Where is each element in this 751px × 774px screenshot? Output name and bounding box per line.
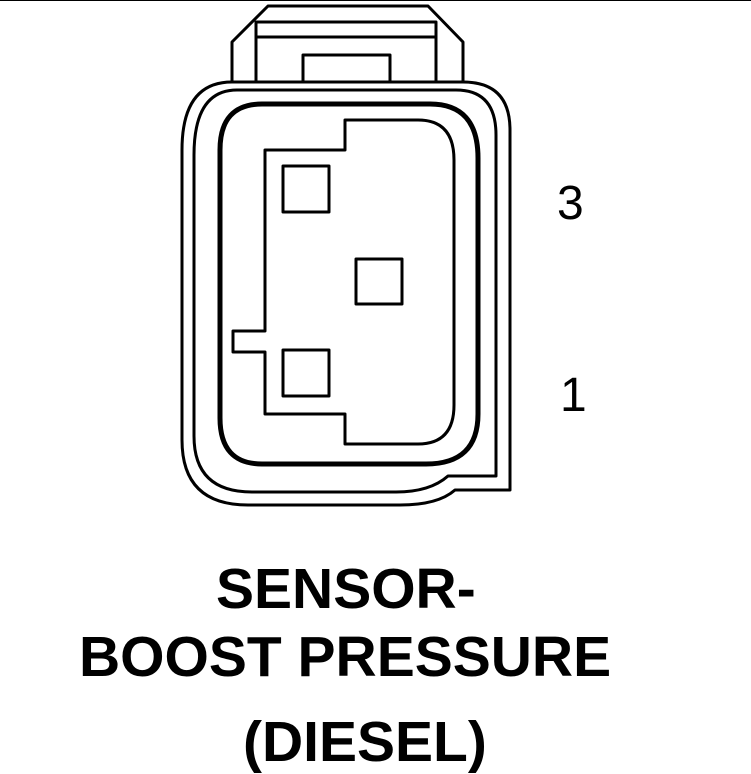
connector-latch bbox=[230, 4, 465, 84]
top-border-line bbox=[0, 0, 751, 1]
terminal-cavity-pin-1 bbox=[281, 348, 331, 398]
connector-cavity bbox=[217, 101, 481, 467]
pin-label-1: 1 bbox=[560, 369, 587, 422]
pin-label-3: 3 bbox=[557, 177, 584, 230]
diagram-title-line-1: SENSOR- bbox=[216, 557, 476, 621]
terminal-cavity-pin-3 bbox=[281, 164, 331, 214]
diagram-title-line-2: BOOST PRESSURE bbox=[79, 625, 612, 689]
terminal-cavity-pin-2 bbox=[354, 257, 404, 306]
connector-housing-outer bbox=[180, 80, 512, 507]
diagram-title-line-3: (DIESEL) bbox=[243, 710, 487, 774]
connector-key-profile bbox=[231, 118, 456, 446]
